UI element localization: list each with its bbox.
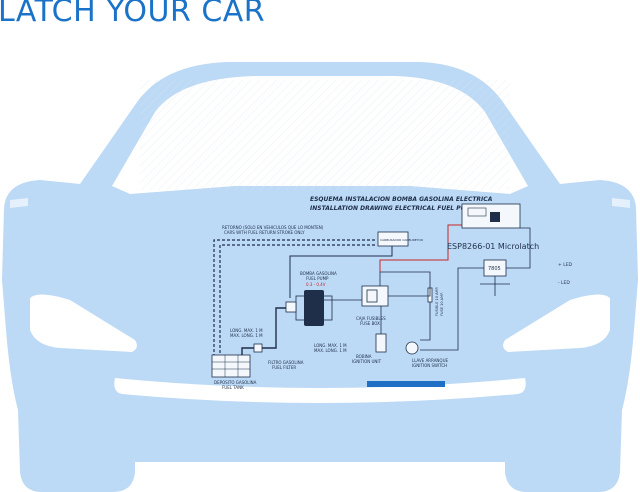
pump-voltage: 0.3 - 0.4V bbox=[306, 282, 326, 287]
regulator-wiring bbox=[420, 227, 531, 351]
page-title: LATCH YOUR CAR bbox=[0, 0, 266, 29]
esp-antenna bbox=[467, 207, 487, 217]
mirror-left-cut bbox=[10, 198, 28, 208]
esp-chip bbox=[490, 212, 500, 222]
key-en: IGNITION SWITCH bbox=[412, 363, 447, 368]
long-max-2-en: MAX. LONG. 1 M bbox=[314, 348, 347, 353]
plus-led: + LED bbox=[558, 262, 573, 268]
fuel-tank-grid bbox=[212, 355, 250, 377]
relay bbox=[366, 289, 378, 303]
regulator-label: 7805 bbox=[488, 266, 501, 272]
minus-led: - LED bbox=[558, 280, 570, 286]
return-line bbox=[213, 239, 375, 355]
fuse-wire bbox=[388, 288, 431, 341]
tank-es: DEPOSITO GASOLINA bbox=[214, 380, 257, 385]
fuel-filter bbox=[253, 343, 263, 353]
fuse-en: FUSE 10 AMP. bbox=[440, 292, 444, 316]
headlight-left bbox=[30, 294, 137, 352]
module-label: ESP8266-01 Microlatch bbox=[447, 242, 539, 251]
pump-fuse-wire bbox=[324, 271, 431, 301]
fuse-box bbox=[361, 285, 389, 307]
headlight-right bbox=[503, 294, 610, 352]
fuse-box-es: CAJA FUSIBLES bbox=[356, 316, 386, 321]
pump-label-en: FUEL PUMP bbox=[306, 276, 329, 281]
fuse-es: FUSIBLE 10 AMP. bbox=[435, 287, 439, 316]
ignition-switch bbox=[405, 341, 419, 355]
ignition-coil bbox=[375, 333, 387, 353]
fuel-pump-inlet bbox=[285, 301, 297, 313]
long-max-2: LONG. MAX. 1 M bbox=[314, 343, 347, 348]
heading-es: ESQUEMA INSTALACION BOMBA GASOLINA ELECT… bbox=[310, 196, 493, 203]
long-max-1-en: MAX. LONG. 1 M bbox=[230, 333, 263, 338]
coil-es: BOBINA bbox=[356, 354, 372, 359]
carburetor-box bbox=[377, 231, 409, 247]
wiring-diagram: ESQUEMA INSTALACION BOMBA GASOLINA ELECT… bbox=[211, 196, 573, 390]
coil-en: IGNITION UNIT bbox=[352, 359, 382, 364]
status-bar bbox=[367, 381, 445, 387]
car-silhouette bbox=[2, 62, 638, 492]
filter-en: FUEL FILTER bbox=[272, 365, 296, 370]
heading-en: INSTALLATION DRAWING ELECTRICAL FUEL PUM… bbox=[310, 205, 476, 212]
long-max-1: LONG. MAX. 1 M bbox=[230, 328, 263, 333]
carburetor-feed bbox=[289, 246, 393, 298]
pump-label-es: BOMBA GASOLINA bbox=[300, 271, 337, 276]
return-note-es: RETORNO (SOLO EN VEHICULOS QUE LO MONTEN… bbox=[222, 225, 324, 230]
key-es: LLAVE ARRANQUE bbox=[412, 358, 449, 363]
fuel-pump-body bbox=[304, 290, 324, 326]
return-line-2 bbox=[219, 244, 375, 355]
fuse-box-en: FUSE BOX bbox=[360, 321, 380, 326]
return-note-en: CARS WITH FUEL RETURN STROKE ONLY bbox=[224, 230, 305, 235]
filter-es: FILTRO GASOLINA bbox=[268, 360, 304, 365]
fuel-hose bbox=[241, 307, 286, 355]
signal-wire bbox=[379, 224, 462, 272]
mirror-right-cut bbox=[612, 198, 630, 208]
windshield-hatch bbox=[140, 80, 510, 190]
grille-slot bbox=[114, 378, 526, 403]
carburetor-label: CARBURADOR CARBURETOR bbox=[380, 238, 423, 242]
tank-en: FUEL TANK bbox=[222, 385, 244, 390]
fuel-tank bbox=[211, 354, 251, 378]
